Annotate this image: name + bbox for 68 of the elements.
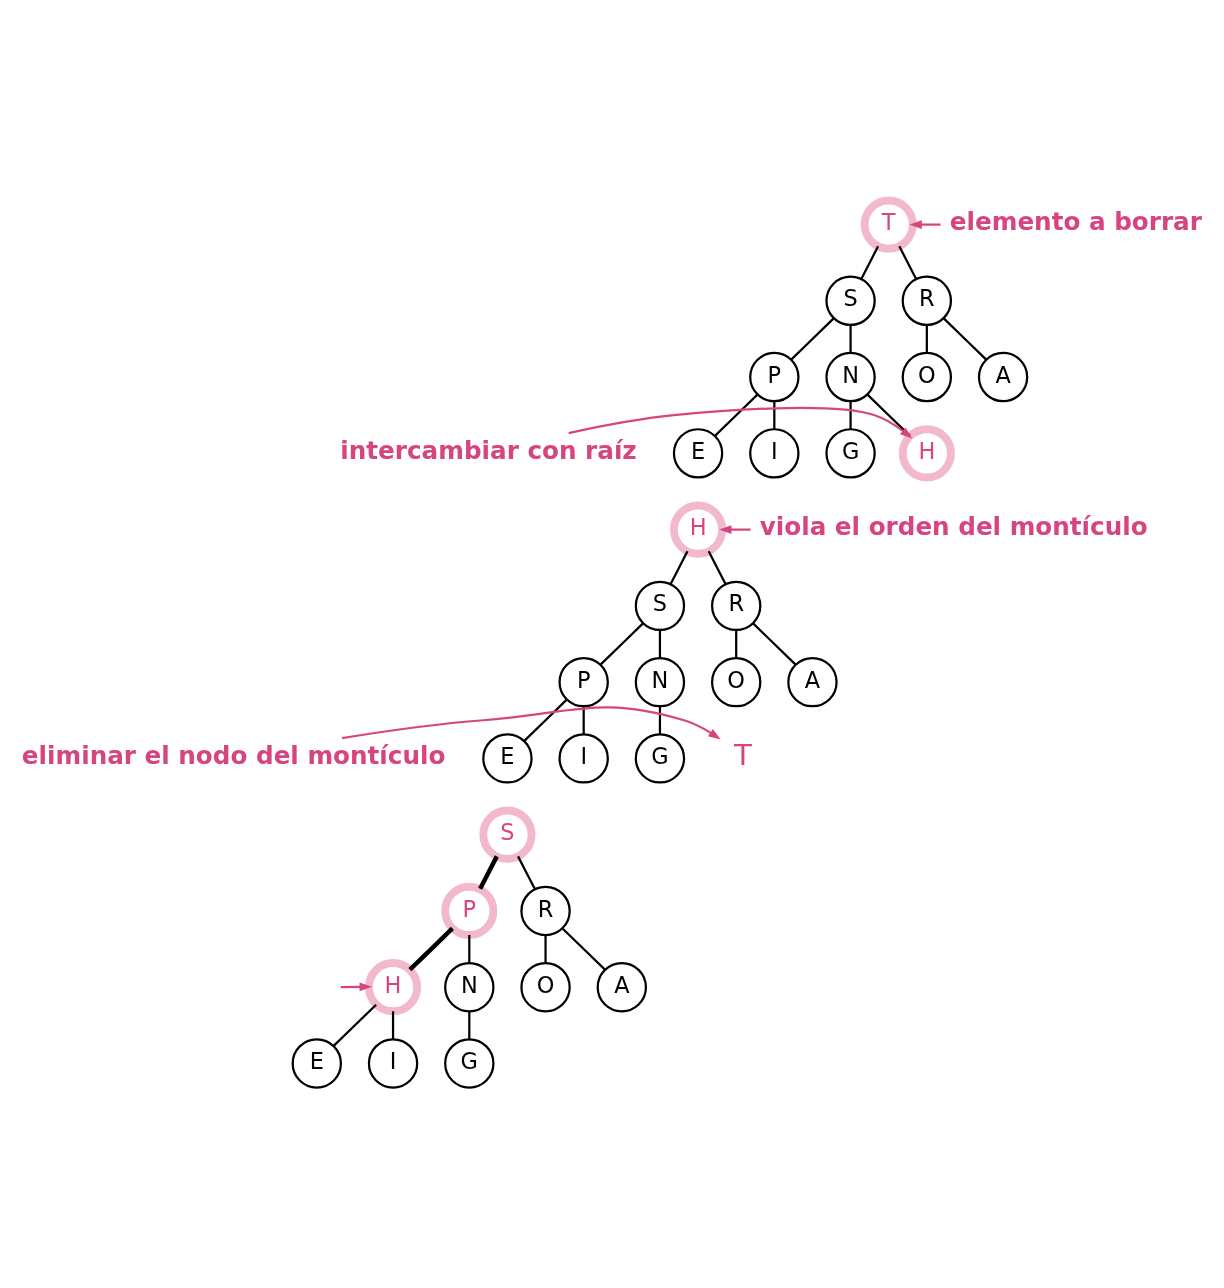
connector	[898, 245, 917, 280]
node-circle: A	[596, 961, 648, 1013]
node-circle: G	[444, 1038, 495, 1089]
arrow	[909, 220, 941, 229]
connector	[561, 927, 606, 971]
connector	[468, 1011, 471, 1039]
connector	[599, 622, 644, 666]
connector	[714, 393, 759, 437]
connector	[773, 401, 776, 429]
connector	[735, 630, 738, 658]
node-circle: H	[670, 501, 727, 558]
node-text: intercambiar con raíz	[340, 435, 637, 465]
node-circle: N	[634, 656, 686, 708]
connector	[849, 325, 852, 353]
node-circle: S	[825, 275, 876, 327]
node-circle: S	[634, 580, 686, 632]
node-circle: R	[710, 580, 762, 632]
node-text: T	[734, 738, 752, 773]
node-circle: E	[672, 428, 724, 479]
arrow	[340, 982, 372, 992]
node-circle: O	[901, 351, 953, 403]
node-circle: A	[787, 656, 838, 708]
connector	[391, 1011, 395, 1039]
node-circle: R	[901, 275, 953, 327]
node-circle: T	[860, 196, 917, 253]
node-circle: E	[482, 733, 533, 784]
connector	[658, 630, 662, 658]
node-circle: G	[634, 733, 686, 784]
connector	[478, 855, 499, 890]
arrow	[719, 525, 751, 534]
connector	[752, 622, 797, 666]
node-text: viola el orden del montículo	[759, 511, 1148, 541]
node-circle: E	[291, 1038, 342, 1089]
node-circle: H	[365, 959, 422, 1016]
node-text: elemento a borrar	[949, 206, 1202, 236]
connector	[707, 550, 727, 585]
connector	[523, 698, 568, 742]
node-circle: S	[479, 806, 536, 863]
connector	[790, 317, 835, 361]
connector	[544, 935, 547, 963]
node-circle: A	[977, 351, 1029, 403]
connector	[925, 325, 928, 353]
node-circle: N	[825, 351, 876, 403]
node-circle: I	[558, 733, 609, 784]
node-circle: O	[710, 656, 762, 708]
node-text: eliminar el nodo del montículo	[21, 740, 446, 770]
node-circle: P	[441, 882, 498, 939]
connector	[408, 926, 454, 972]
node-circle: O	[520, 961, 571, 1013]
connector	[942, 317, 987, 361]
node-circle: P	[558, 656, 609, 708]
connector	[468, 935, 471, 963]
arrow	[568, 406, 913, 439]
node-circle: P	[749, 351, 800, 403]
connector	[582, 706, 585, 734]
connector	[332, 1003, 377, 1047]
connector	[866, 393, 911, 437]
connector	[849, 401, 852, 429]
connector	[860, 245, 880, 280]
connector	[517, 855, 536, 890]
node-circle: G	[825, 428, 876, 479]
arrow	[341, 706, 721, 740]
connector	[658, 706, 662, 734]
node-circle: R	[520, 885, 571, 937]
node-circle: I	[367, 1038, 419, 1089]
node-circle: I	[749, 428, 800, 479]
node-circle: N	[444, 961, 495, 1013]
connector	[669, 550, 689, 585]
